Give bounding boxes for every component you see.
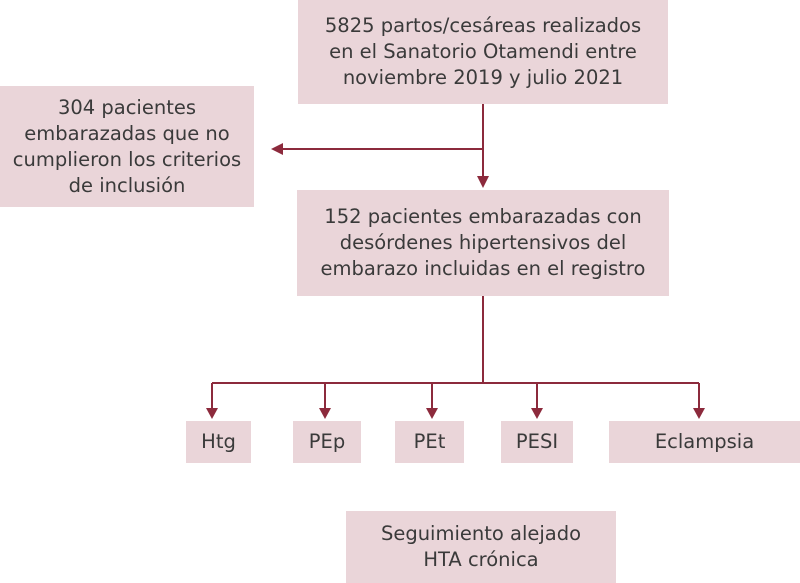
box-excluded-patients: 304 pacientes embarazadas que no cumplie… <box>0 86 254 207</box>
box-followup: Seguimiento alejado HTA crónica <box>346 511 616 583</box>
arrowhead-excluded <box>271 143 283 155</box>
box-eclampsia: Eclampsia <box>609 421 800 463</box>
box-total-deliveries: 5825 partos/cesáreas realizados en el Sa… <box>298 0 668 104</box>
box-pep: PEp <box>293 421 361 463</box>
arrowhead-pesi <box>531 408 543 419</box>
arrowhead-pep <box>319 408 331 419</box>
arrowhead-included <box>477 176 489 188</box>
arrowhead-eclampsia <box>693 408 705 419</box>
arrowhead-pet <box>426 408 438 419</box>
box-pesi: PESI <box>501 421 573 463</box>
arrowhead-htg <box>206 408 218 419</box>
box-included-patients: 152 pacientes embarazadas con desórdenes… <box>297 190 669 296</box>
box-htg: Htg <box>186 421 251 463</box>
box-pet: PEt <box>395 421 464 463</box>
